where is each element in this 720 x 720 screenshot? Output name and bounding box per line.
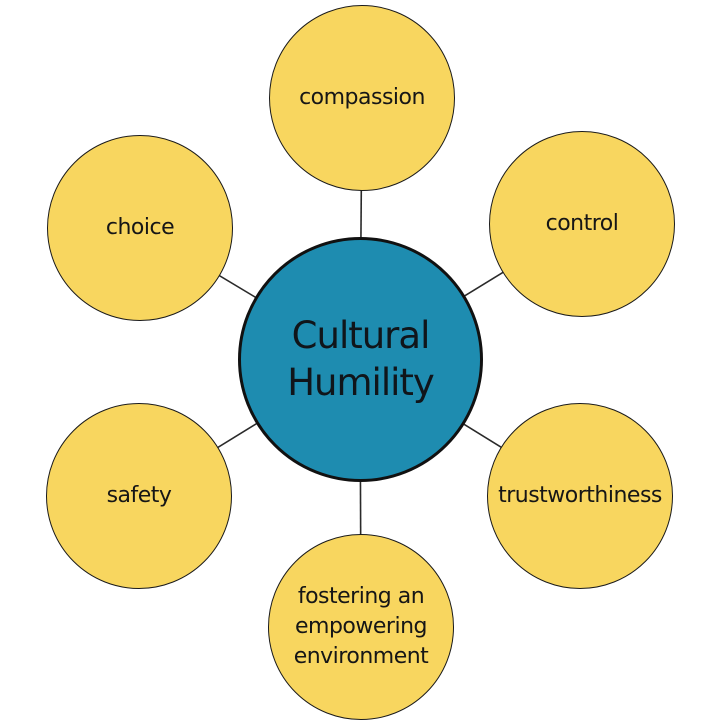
satellite-label-control: control <box>545 211 619 237</box>
satellite-node-choice: choice <box>47 135 233 321</box>
satellite-node-fostering-an-empowering-environment: fostering an empowering environment <box>268 534 454 720</box>
satellite-label-compassion: compassion <box>299 85 425 111</box>
satellite-node-compassion: compassion <box>269 5 455 191</box>
satellite-node-trustworthiness: trustworthiness <box>487 403 673 589</box>
satellite-node-control: control <box>489 131 675 317</box>
center-node-label: Cultural Humility <box>287 314 435 404</box>
satellite-node-safety: safety <box>46 403 232 589</box>
satellite-label-safety: safety <box>106 483 172 509</box>
satellite-label-fostering-an-empowering-environment: fostering an empowering environment <box>293 584 429 669</box>
satellite-label-choice: choice <box>105 215 175 241</box>
center-node-cultural-humility: Cultural Humility <box>238 237 483 482</box>
satellite-label-trustworthiness: trustworthiness <box>498 483 662 509</box>
